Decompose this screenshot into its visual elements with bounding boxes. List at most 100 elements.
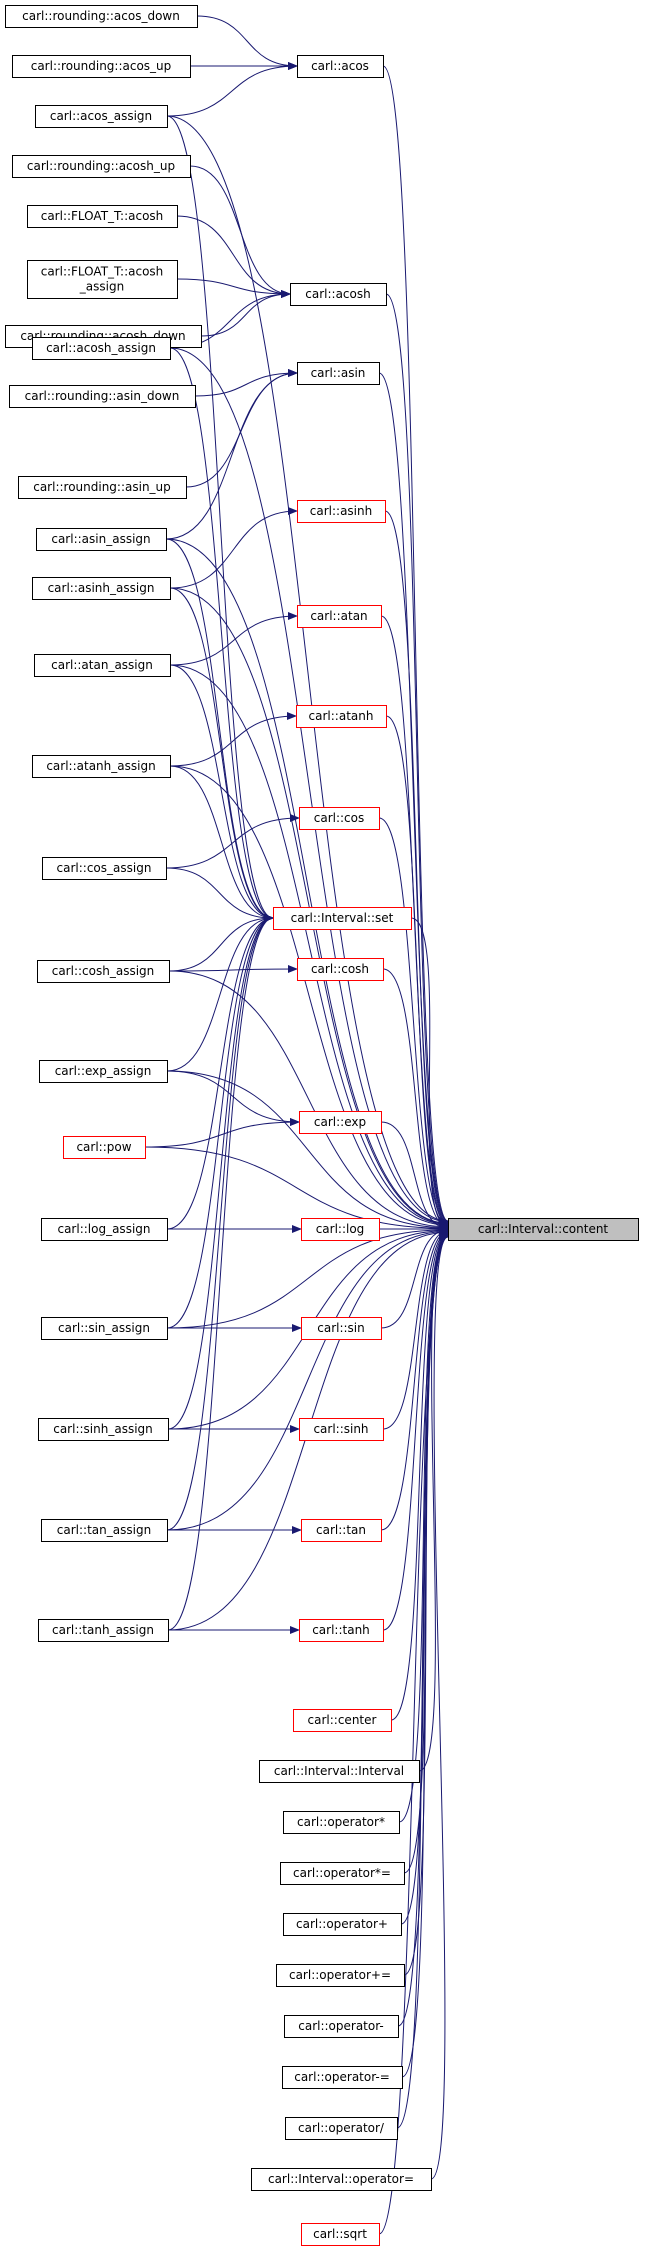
node-float-acosh[interactable]: carl::FLOAT_T::acosh: [27, 205, 178, 228]
edge-log_assign-to-set: [166, 914, 274, 1230]
node-center[interactable]: carl::center: [293, 1709, 392, 1732]
node-box: [32, 577, 171, 600]
node-sinh[interactable]: carl::sinh: [299, 1418, 384, 1441]
edge-pow-to-exp: [144, 1118, 300, 1148]
node-label: carl::acos: [311, 59, 369, 73]
node-tanh-assign[interactable]: carl::tanh_assign: [38, 1619, 169, 1642]
node-interval-ctor[interactable]: carl::Interval::Interval: [259, 1760, 420, 1783]
node-label: carl::log: [316, 1222, 365, 1236]
node-cos[interactable]: carl::cos: [299, 807, 380, 830]
node-log-assign[interactable]: carl::log_assign: [41, 1218, 168, 1241]
node-tan-assign[interactable]: carl::tan_assign: [41, 1519, 168, 1542]
edge-sinh-to-content: [382, 1226, 449, 1430]
node-acosh-assign[interactable]: carl::acosh_assign: [32, 337, 171, 360]
node-label: carl::acos_assign: [50, 109, 152, 123]
node-box: [301, 1218, 380, 1241]
node-label: carl::atan_assign: [51, 658, 153, 672]
node-asinh-assign[interactable]: carl::asinh_assign: [32, 577, 171, 600]
node-cosh[interactable]: carl::cosh: [297, 958, 384, 981]
node-acos-assign[interactable]: carl::acos_assign: [35, 105, 168, 128]
node-op-minus-eq[interactable]: carl::operator-=: [282, 2066, 403, 2089]
edge-float_acosh-to-acosh: [176, 215, 291, 298]
node-tanh[interactable]: carl::tanh: [299, 1619, 384, 1642]
node-op-mul[interactable]: carl::operator*: [283, 1811, 400, 1834]
node-label: carl::cosh: [311, 962, 369, 976]
node-pow[interactable]: carl::pow: [63, 1136, 146, 1159]
node-label: carl::atanh: [309, 709, 374, 723]
node-label: carl::Interval::content: [478, 1222, 609, 1236]
node-tan[interactable]: carl::tan: [301, 1519, 382, 1542]
node-exp-assign[interactable]: carl::exp_assign: [39, 1060, 168, 1083]
node-label: carl::Interval::set: [291, 911, 394, 925]
node-acosh-up[interactable]: carl::rounding::acosh_up: [12, 155, 191, 178]
node-box: [299, 807, 380, 830]
node-box: [9, 385, 196, 408]
node-box: [297, 55, 384, 78]
node-label: carl::sinh: [313, 1422, 368, 1436]
node-label: carl::sin: [317, 1321, 365, 1335]
node-op-mul-eq[interactable]: carl::operator*=: [280, 1862, 405, 1885]
node-asin[interactable]: carl::asin: [297, 362, 380, 385]
node-box: [251, 2168, 432, 2191]
node-atan-assign[interactable]: carl::atan_assign: [34, 654, 171, 677]
node-box: [41, 1317, 168, 1340]
node-atanh-assign[interactable]: carl::atanh_assign: [32, 755, 171, 778]
edge-cos_assign-to-set: [165, 867, 274, 922]
node-sin-assign[interactable]: carl::sin_assign: [41, 1317, 168, 1340]
node-atan[interactable]: carl::atan: [297, 605, 382, 628]
node-asin-down[interactable]: carl::rounding::asin_down: [9, 385, 196, 408]
node-box: [41, 1519, 168, 1542]
edge-asin_assign-to-asin: [165, 369, 298, 540]
node-box: [5, 5, 198, 28]
node-box: [301, 1519, 382, 1542]
node-sin[interactable]: carl::sin: [301, 1317, 382, 1340]
node-set[interactable]: carl::Interval::set: [273, 907, 412, 930]
node-label: carl::tanh: [312, 1623, 370, 1637]
node-box: [297, 500, 386, 523]
node-content[interactable]: carl::Interval::content: [448, 1218, 639, 1241]
edge-cosh-to-content: [382, 968, 449, 1231]
node-op-div[interactable]: carl::operator/: [285, 2117, 398, 2140]
edge-atan_assign-to-content: [169, 664, 449, 1229]
node-label: carl::asin: [311, 366, 366, 380]
node-asinh[interactable]: carl::asinh: [297, 500, 386, 523]
node-label: carl::cos: [314, 811, 365, 825]
node-box: [284, 2015, 399, 2038]
edge-exp_assign-to-set: [166, 914, 274, 1072]
node-label: carl::sin_assign: [58, 1321, 150, 1335]
node-cosh-assign[interactable]: carl::cosh_assign: [37, 960, 170, 983]
node-op-plus[interactable]: carl::operator+: [283, 1913, 402, 1936]
node-asin-up[interactable]: carl::rounding::asin_up: [18, 476, 187, 499]
edge-asin-to-content: [378, 372, 449, 1226]
node-label: carl::tan_assign: [57, 1523, 151, 1537]
node-interval-assign-op[interactable]: carl::Interval::operator=: [251, 2168, 432, 2191]
edge-atanh_assign-to-content: [169, 765, 449, 1230]
node-label: carl::tan: [316, 1523, 366, 1537]
edge-set-to-content: [410, 917, 449, 1231]
node-acos-down[interactable]: carl::rounding::acos_down: [5, 5, 198, 28]
edge-exp_assign-to-exp: [166, 1070, 300, 1126]
node-sinh-assign[interactable]: carl::sinh_assign: [38, 1418, 169, 1441]
node-box: [273, 907, 412, 930]
node-log[interactable]: carl::log: [301, 1218, 380, 1241]
node-box: [39, 1060, 168, 1083]
edge-acos_assign-to-acos: [166, 62, 298, 117]
node-acos-up[interactable]: carl::rounding::acos_up: [12, 55, 191, 78]
node-box: [296, 705, 387, 728]
node-asin-assign[interactable]: carl::asin_assign: [36, 528, 167, 551]
edge-cosh_assign-to-set: [168, 914, 274, 972]
node-acosh[interactable]: carl::acosh: [290, 283, 387, 306]
edge-pow-to-content: [144, 1146, 449, 1233]
node-exp[interactable]: carl::exp: [299, 1111, 382, 1134]
node-sqrt[interactable]: carl::sqrt: [301, 2223, 380, 2246]
edge-op_plus_eq-to-content: [403, 1231, 449, 1976]
edge-sin-to-content: [380, 1225, 449, 1329]
node-float-acosh-assign[interactable]: carl::FLOAT_T::acosh_assign: [27, 260, 178, 299]
node-acos[interactable]: carl::acos: [297, 55, 384, 78]
node-op-minus[interactable]: carl::operator-: [284, 2015, 399, 2038]
node-label: carl::cos_assign: [57, 861, 152, 875]
node-cos-assign[interactable]: carl::cos_assign: [42, 857, 167, 880]
node-op-plus-eq[interactable]: carl::operator+=: [276, 1964, 405, 1987]
node-atanh[interactable]: carl::atanh: [296, 705, 387, 728]
edge-sin_assign-to-content: [166, 1225, 449, 1329]
